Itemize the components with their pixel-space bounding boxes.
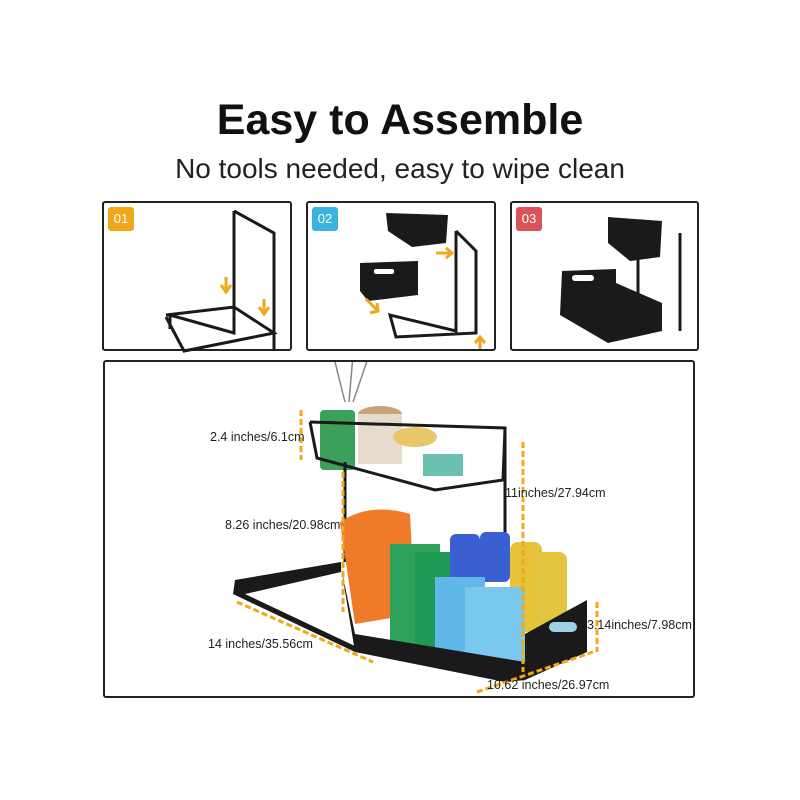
basket-assembly-illustration	[360, 213, 487, 349]
page-subtitle: No tools needed, easy to wipe clean	[175, 153, 625, 184]
dimensions-panel: 2.4 inches/6.1cm 11inches/27.94cm 8.26 i…	[103, 360, 695, 698]
step-2-panel: 02	[306, 201, 496, 351]
step-1-panel: 01	[102, 201, 292, 353]
page-title: Easy to Assemble	[216, 96, 584, 144]
frame-assembly-illustration	[164, 209, 278, 353]
total-height-label: 11inches/27.94cm	[505, 486, 606, 500]
step-2-badge: 02	[312, 207, 338, 231]
shelf-gap-label: 8.26 inches/20.98cm	[225, 518, 341, 532]
step-1-badge: 01	[108, 207, 134, 231]
organizer-product-illustration	[233, 362, 599, 694]
step-3-panel: 03	[510, 201, 699, 351]
depth-label: 14 inches/35.56cm	[208, 637, 313, 651]
top-basket-height-label: 2.4 inches/6.1cm	[210, 430, 305, 444]
step-3-badge: 03	[516, 207, 542, 231]
width-label: 10.62 inches/26.97cm	[487, 678, 610, 692]
drawer-height-label: 3.14inches/7.98cm	[587, 618, 692, 632]
assembled-organizer-illustration	[560, 217, 682, 343]
